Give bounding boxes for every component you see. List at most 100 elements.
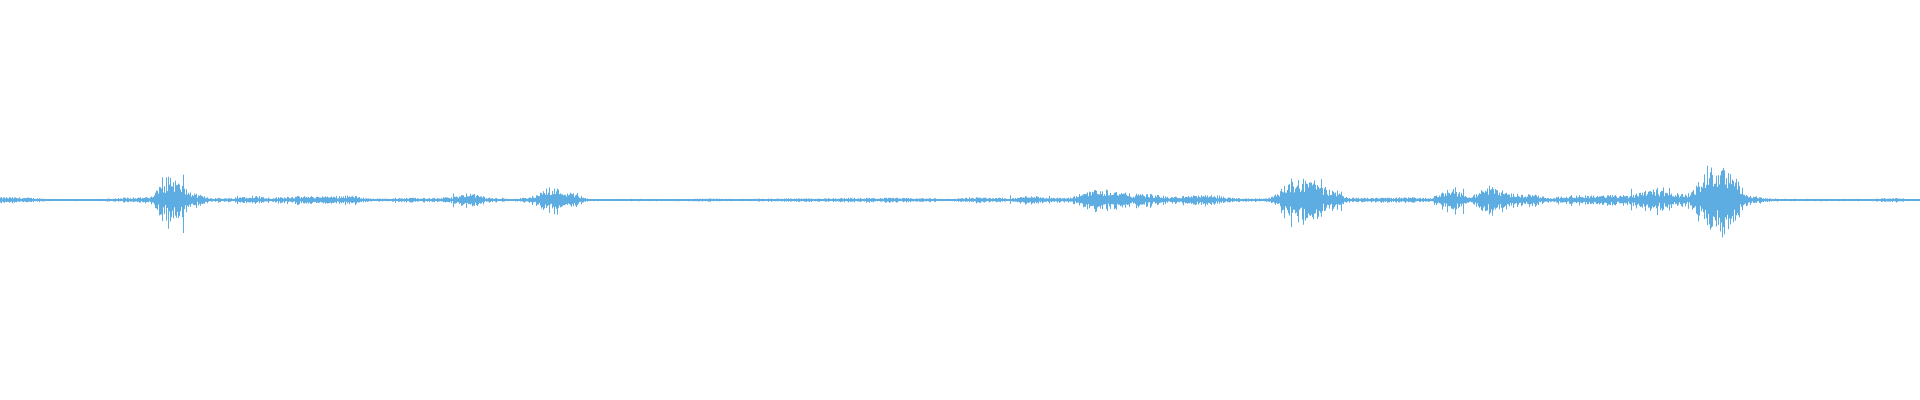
- waveform-sample-bar: [1027, 197, 1028, 203]
- waveform-sample-bar: [483, 196, 484, 205]
- waveform-sample-bar: [107, 198, 108, 202]
- waveform-sample-bar: [1519, 196, 1520, 204]
- waveform-sample-bar: [566, 196, 567, 205]
- waveform-sample-bar: [990, 198, 991, 202]
- waveform-sample-bar: [1355, 198, 1356, 202]
- waveform-sample-bar: [25, 198, 26, 202]
- waveform-sample-bar: [1659, 196, 1660, 203]
- waveform-sample-bar: [1376, 197, 1377, 202]
- waveform-sample-bar: [669, 199, 670, 202]
- waveform-sample-bar: [651, 198, 652, 202]
- waveform-sample-bar: [398, 198, 399, 202]
- waveform-sample-bar: [1473, 195, 1474, 204]
- waveform-sample-bar: [1763, 198, 1764, 203]
- waveform-sample-bar: [843, 198, 844, 202]
- waveform-sample-bar: [1607, 195, 1608, 206]
- waveform-sample-bar: [1669, 188, 1670, 211]
- waveform-sample-bar: [1691, 192, 1692, 206]
- waveform-sample-bar: [1305, 180, 1306, 221]
- waveform-sample-bar: [1094, 190, 1095, 209]
- waveform-sample-bar: [931, 199, 932, 201]
- waveform-sample-bar: [125, 197, 126, 202]
- waveform-sample-bar: [1766, 198, 1767, 202]
- waveform-sample-bar: [550, 195, 551, 205]
- waveform-sample-bar: [443, 197, 444, 203]
- waveform-sample-bar: [1302, 183, 1303, 220]
- waveform-sample-bar: [1493, 189, 1494, 211]
- waveform-sample-bar: [1455, 187, 1456, 215]
- waveform-sample-bar: [1567, 198, 1568, 202]
- waveform-sample-bar: [1250, 199, 1251, 201]
- waveform-sample-bar: [835, 198, 836, 202]
- waveform-sample-bar: [1589, 198, 1590, 203]
- waveform-sample-bar: [1579, 195, 1580, 206]
- waveform-sample-bar: [1781, 199, 1782, 201]
- waveform-sample-bar: [797, 199, 798, 201]
- waveform-sample-bar: [1472, 197, 1473, 203]
- waveform-sample-bar: [1373, 198, 1374, 202]
- waveform-sample-bar: [1824, 199, 1825, 201]
- waveform-sample-bar: [1511, 193, 1512, 206]
- waveform-sample-bar: [1604, 196, 1605, 203]
- waveform-sample-bar: [1703, 182, 1704, 213]
- waveform-sample-bar: [1555, 198, 1556, 202]
- waveform-sample-bar: [1175, 196, 1176, 204]
- waveform-sample-bar: [250, 197, 251, 203]
- waveform-sample-bar: [259, 195, 260, 203]
- waveform-sample-bar: [1655, 195, 1656, 206]
- waveform-sample-bar: [780, 199, 781, 201]
- waveform-sample-bar: [373, 198, 374, 201]
- waveform-sample-bar: [1496, 190, 1497, 209]
- waveform-sample-bar: [1779, 199, 1780, 202]
- waveform-sample-bar: [987, 198, 988, 201]
- waveform-sample-bar: [173, 182, 174, 219]
- waveform-sample-bar: [910, 198, 911, 203]
- waveform-sample-bar: [699, 198, 700, 202]
- waveform-sample-bar: [1599, 196, 1600, 205]
- waveform-sample-bar: [1090, 192, 1091, 207]
- waveform-sample-bar: [49, 198, 50, 202]
- waveform-sample-bar: [205, 198, 206, 202]
- waveform-sample-bar: [1129, 193, 1130, 207]
- waveform-sample-bar: [647, 199, 648, 201]
- waveform-sample-bar: [917, 198, 918, 202]
- waveform-sample-bar: [1544, 197, 1545, 202]
- waveform-sample-bar: [715, 198, 716, 201]
- waveform-sample-bar: [1620, 195, 1621, 204]
- waveform-sample-bar: [1532, 195, 1533, 207]
- waveform-sample-bar: [501, 198, 502, 201]
- waveform-sample-bar: [253, 198, 254, 203]
- waveform-sample-bar: [722, 198, 723, 202]
- waveform-sample-bar: [1468, 197, 1469, 203]
- waveform-sample-bar: [3, 197, 4, 203]
- waveform-sample-bar: [680, 199, 681, 201]
- waveform-sample-bar: [1338, 194, 1339, 205]
- waveform-sample-bar: [543, 191, 544, 210]
- waveform-sample-bar: [1313, 183, 1314, 220]
- waveform-sample-bar: [92, 199, 93, 201]
- waveform-bars: [0, 165, 1920, 238]
- waveform-sample-bar: [137, 197, 138, 202]
- waveform-sample-bar: [1380, 198, 1381, 203]
- waveform-sample-bar: [342, 197, 343, 203]
- waveform-sample-bar: [58, 198, 59, 201]
- waveform-sample-bar: [947, 198, 948, 202]
- waveform-sample-bar: [1545, 197, 1546, 202]
- waveform-sample-bar: [1849, 199, 1850, 201]
- waveform-sample-bar: [870, 199, 871, 201]
- waveform-sample-bar: [1126, 194, 1127, 205]
- waveform-sample-bar: [433, 198, 434, 202]
- waveform-sample-bar: [526, 198, 527, 202]
- waveform-sample-bar: [1022, 197, 1023, 202]
- waveform-sample-bar: [1523, 197, 1524, 203]
- waveform-sample-bar: [1481, 190, 1482, 211]
- waveform-sample-bar: [304, 196, 305, 204]
- waveform-sample-bar: [1806, 198, 1807, 202]
- waveform-sample-bar: [600, 199, 601, 201]
- waveform-sample-bar: [328, 197, 329, 204]
- waveform-sample-bar: [840, 198, 841, 203]
- waveform-sample-bar: [429, 198, 430, 203]
- waveform-sample-bar: [416, 199, 417, 202]
- waveform-sample-bar: [1576, 195, 1577, 204]
- waveform-sample-bar: [41, 199, 42, 201]
